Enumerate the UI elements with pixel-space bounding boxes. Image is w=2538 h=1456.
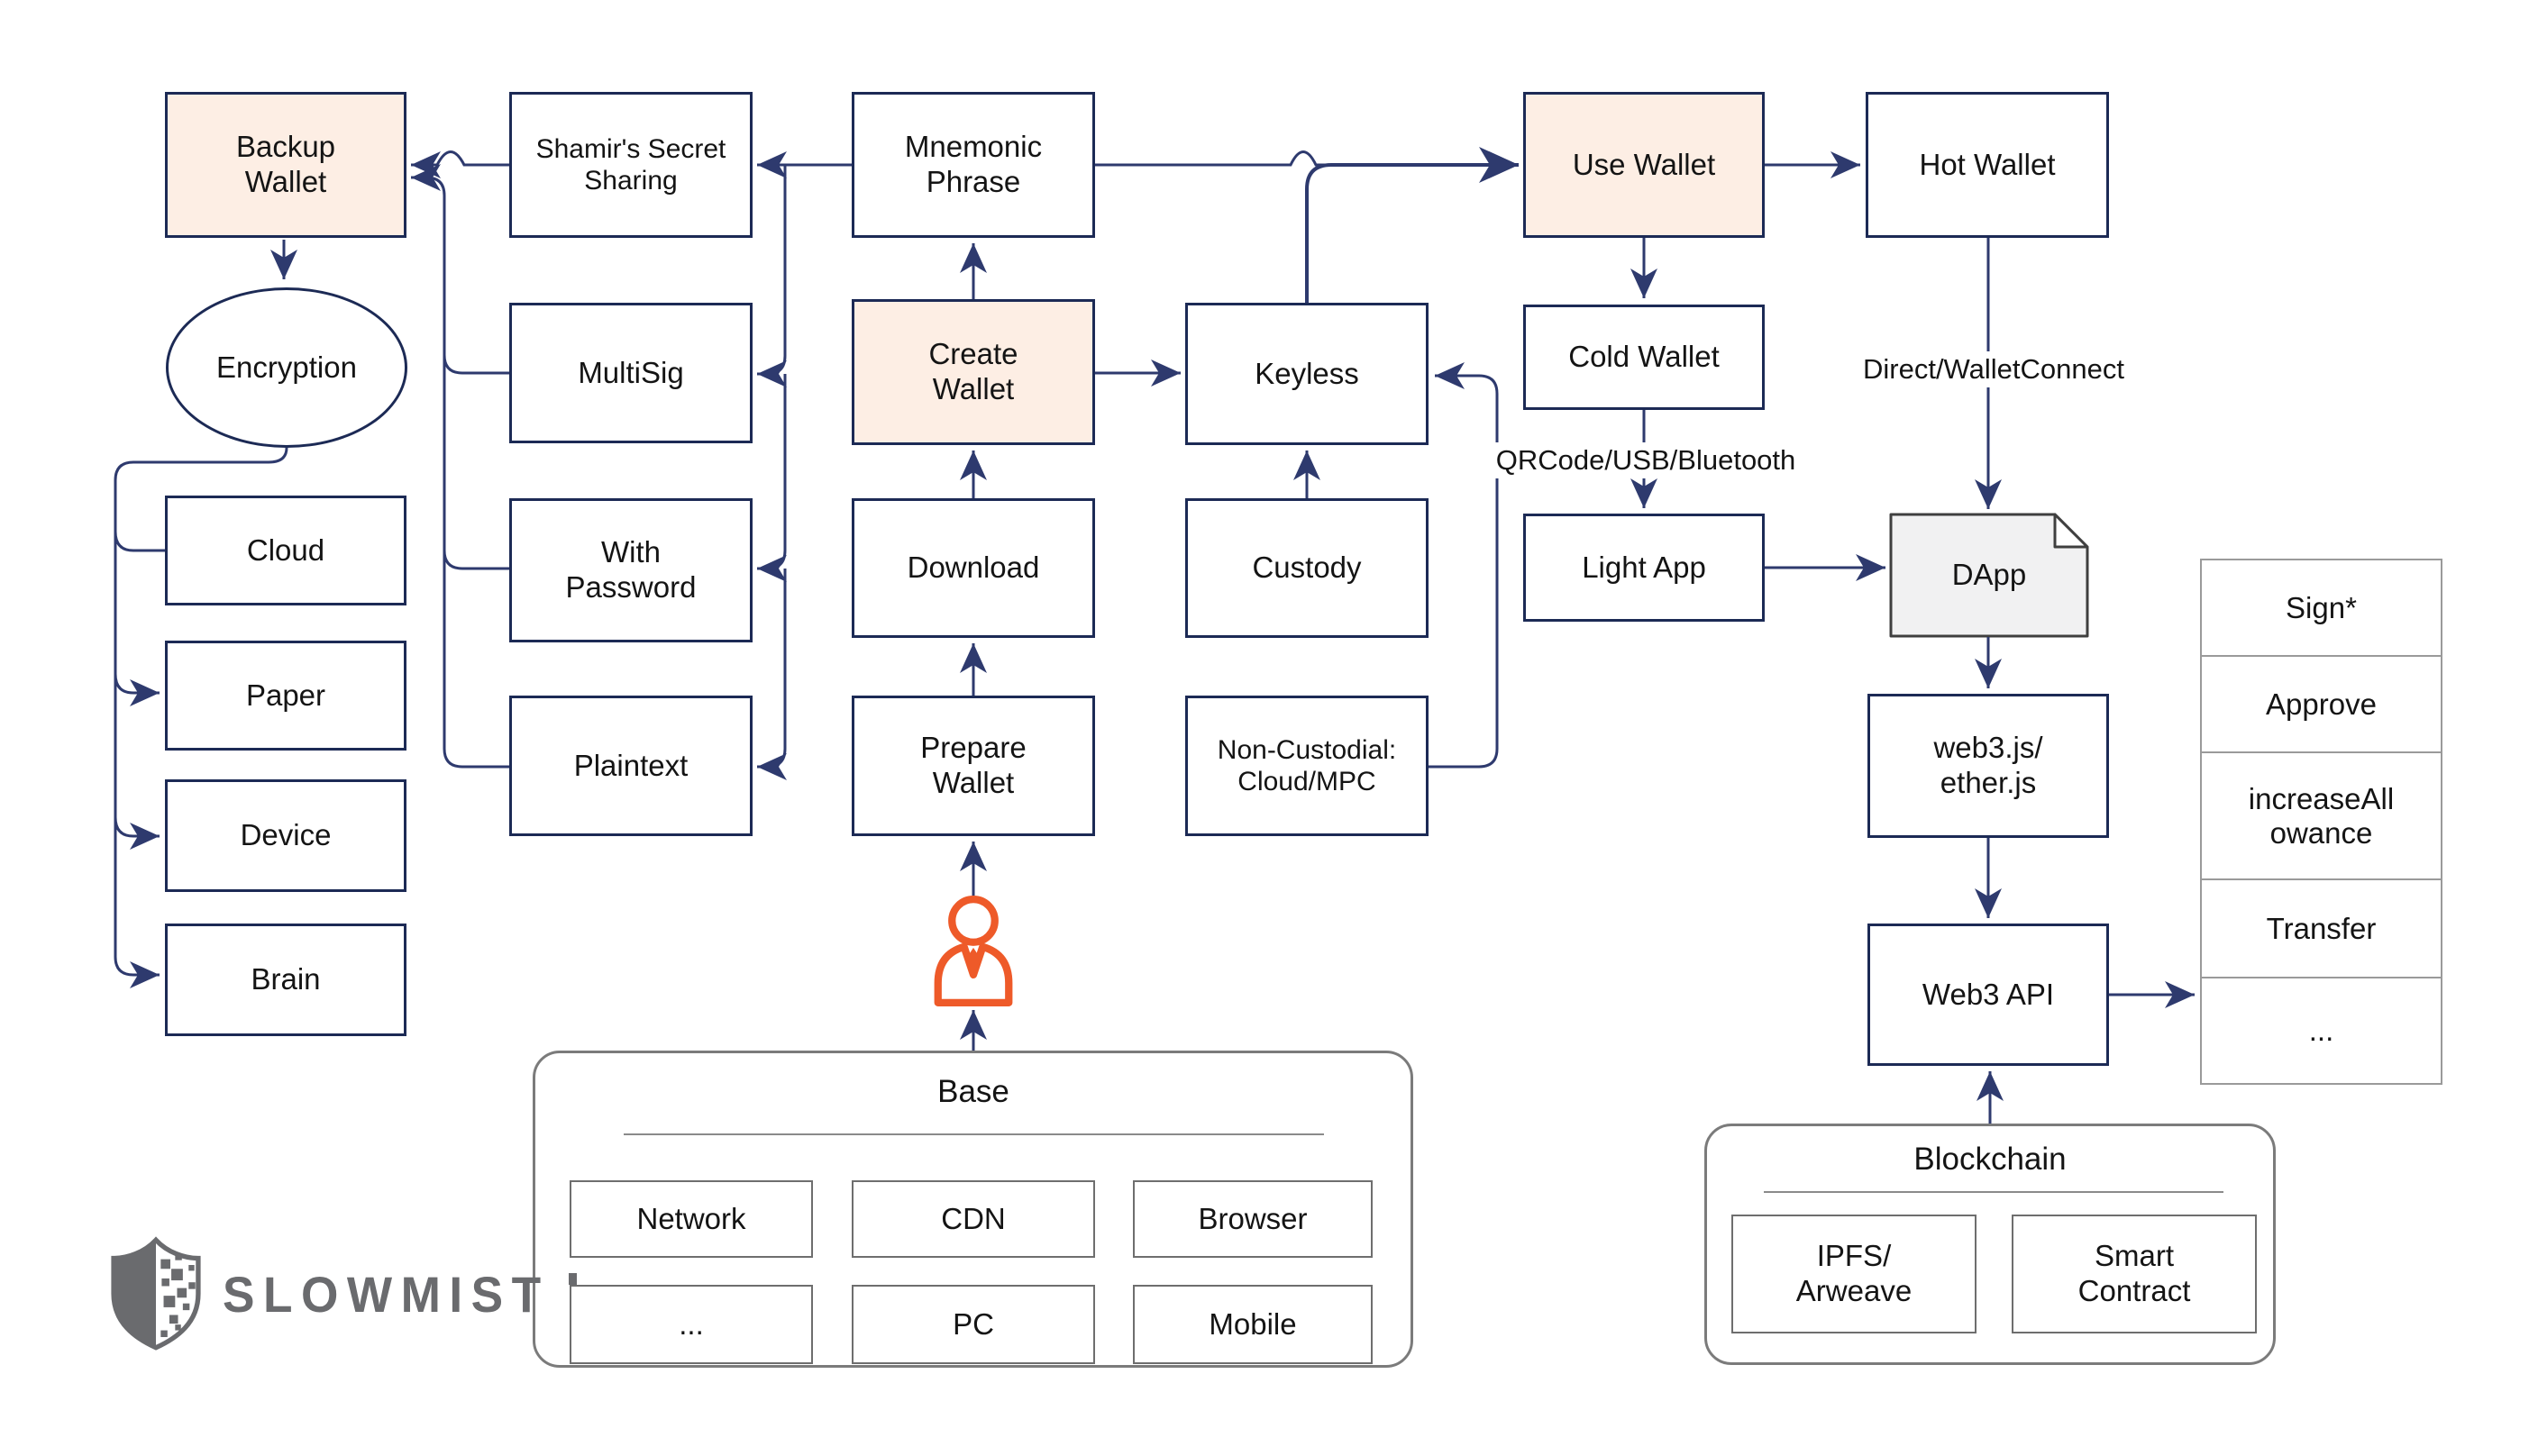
- edge-branch-brain: [114, 956, 160, 988]
- node-create-wallet: Create Wallet: [852, 299, 1095, 445]
- node-with-password: With Password: [509, 498, 753, 642]
- edge-multisig-join: [443, 306, 509, 375]
- node-web3-api: Web3 API: [1867, 924, 2109, 1066]
- edge-label-direct-walletconnect: Direct/WalletConnect: [1855, 351, 2132, 387]
- edge-mnemonic-to-usewallet: [1095, 150, 1519, 178]
- slowmist-shield-icon: [111, 1236, 201, 1351]
- blockchain-title-divider: [1764, 1191, 2223, 1193]
- api-call-more: ...: [2200, 977, 2442, 1085]
- api-call-transfer: Transfer: [2200, 878, 2442, 978]
- node-prepare-wallet: Prepare Wallet: [852, 696, 1095, 836]
- edge-branch-cloud: [114, 531, 165, 552]
- edge-noncustodial-to-keyless: [1429, 362, 1499, 769]
- node-mnemonic-phrase: Mnemonic Phrase: [852, 92, 1095, 238]
- node-non-custodial: Non-Custodial: Cloud/MPC: [1185, 696, 1429, 836]
- dapp-document-shape: [1889, 513, 2089, 638]
- edge-branch-device: [114, 816, 160, 850]
- node-dapp: DApp: [1951, 558, 2027, 592]
- node-download: Download: [852, 498, 1095, 638]
- node-hot-wallet: Hot Wallet: [1866, 92, 2109, 238]
- node-light-app: Light App: [1523, 514, 1765, 622]
- node-cloud: Cloud: [165, 496, 406, 605]
- node-use-wallet: Use Wallet: [1523, 92, 1765, 238]
- edge-encryption-trunk: [114, 447, 288, 957]
- edge-plaintext-to-backup: [411, 164, 509, 769]
- node-web3js-etherjs: web3.js/ ether.js: [1867, 694, 2109, 838]
- node-backup-wallet: Backup Wallet: [165, 92, 406, 238]
- slowmist-logo-text: SLOWMIST: [223, 1265, 550, 1323]
- base-title-divider: [624, 1133, 1324, 1135]
- edge-label-qrcode-usb-bluetooth: QRCode/USB/Bluetooth: [1488, 442, 1803, 478]
- node-multisig: MultiSig: [509, 303, 753, 443]
- edge-keyless-to-usewallet: [1305, 147, 1519, 303]
- base-item-mobile: Mobile: [1133, 1285, 1373, 1364]
- node-keyless: Keyless: [1185, 303, 1429, 445]
- node-device: Device: [165, 779, 406, 892]
- slowmist-logo: SLOWMIST: [105, 1236, 577, 1351]
- base-item-browser: Browser: [1133, 1180, 1373, 1258]
- api-call-approve: Approve: [2200, 655, 2442, 753]
- node-shamirs-secret-sharing: Shamir's Secret Sharing: [509, 92, 753, 238]
- user-person-icon: [927, 895, 1020, 1011]
- logo-trademark-tick: [568, 1272, 577, 1285]
- edge-down-to-withpassword: [757, 374, 787, 582]
- base-container-title: Base: [937, 1074, 1009, 1109]
- edge-branch-paper: [114, 673, 160, 706]
- api-call-sign: Sign*: [2200, 559, 2442, 657]
- edge-withpassword-join: [443, 505, 509, 570]
- base-item-network: Network: [570, 1180, 813, 1258]
- blockchain-item-smart-contract: Smart Contract: [2012, 1215, 2257, 1333]
- base-item-pc: PC: [852, 1285, 1095, 1364]
- node-custody: Custody: [1185, 498, 1429, 638]
- edge-down-to-multisig: [757, 165, 787, 387]
- base-item-more: ...: [570, 1285, 813, 1364]
- blockchain-container-title: Blockchain: [1913, 1142, 2067, 1177]
- api-call-increase-allowance: increaseAll owance: [2200, 751, 2442, 880]
- node-plaintext: Plaintext: [509, 696, 753, 836]
- edge-shamir-to-backup: [411, 150, 509, 178]
- node-paper: Paper: [165, 641, 406, 751]
- edge-down-to-plaintext: [757, 569, 787, 780]
- node-encryption: Encryption: [166, 287, 407, 448]
- node-brain: Brain: [165, 924, 406, 1036]
- base-item-cdn: CDN: [852, 1180, 1095, 1258]
- blockchain-item-ipfs-arweave: IPFS/ Arweave: [1731, 1215, 1977, 1333]
- node-cold-wallet: Cold Wallet: [1523, 305, 1765, 410]
